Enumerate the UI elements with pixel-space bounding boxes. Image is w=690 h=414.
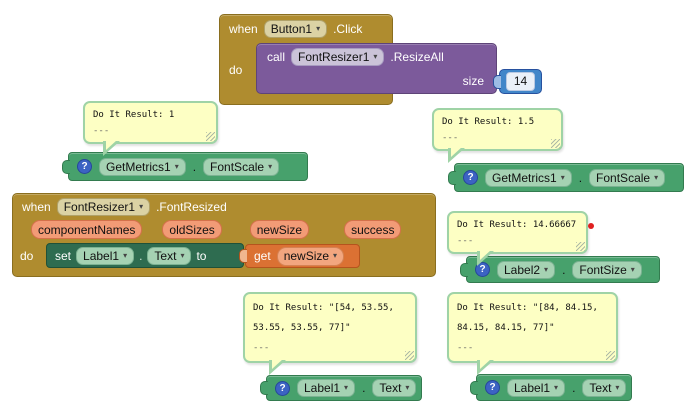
- dot-separator: .: [578, 170, 583, 185]
- param-success[interactable]: success: [344, 220, 402, 239]
- event-header-row: when Button1 ▾ .Click: [220, 15, 392, 38]
- do-it-result-bubble-3[interactable]: Do It Result: 14.66667 ---: [447, 211, 588, 266]
- value-plug-icon: [260, 381, 268, 395]
- chevron-down-icon: ▾: [630, 264, 635, 274]
- chevron-down-icon: ▾: [373, 52, 378, 61]
- component-dropdown-label1[interactable]: Label1 ▾: [507, 378, 566, 397]
- event-name: .Click: [333, 22, 363, 36]
- do-it-result-bubble-5[interactable]: Do It Result: "[84, 84.15, 84.15, 84.15,…: [447, 292, 618, 375]
- chevron-down-icon: ▾: [180, 250, 185, 260]
- when-keyword: when: [22, 200, 51, 214]
- call-keyword: call: [267, 50, 286, 64]
- label2-fontsize-block[interactable]: ? Label2 ▾ . FontSize ▾: [460, 256, 660, 283]
- component-dropdown-button1[interactable]: Button1 ▾: [263, 20, 328, 38]
- chevron-down-icon: ▾: [333, 251, 338, 260]
- chevron-down-icon: ▾: [615, 382, 620, 392]
- component-dropdown-getmetrics1[interactable]: GetMetrics1 ▾: [485, 168, 572, 187]
- chevron-down-icon: ▾: [139, 202, 144, 211]
- label1-text-block-right[interactable]: ? Label1 ▾ . Text ▾: [470, 374, 632, 401]
- help-icon[interactable]: ?: [77, 159, 92, 174]
- chevron-down-icon: ▾: [554, 382, 559, 392]
- component-dropdown-fontresizer1[interactable]: FontResizer1 ▾: [291, 48, 385, 66]
- do-it-result-bubble-4[interactable]: Do It Result: "[54, 53.55, 53.55, 53.55,…: [243, 292, 417, 375]
- when-keyword: when: [229, 22, 258, 36]
- event-name: .FontResized: [156, 200, 227, 214]
- do-it-result-bubble-2[interactable]: Do It Result: 1.5 ---: [432, 108, 563, 163]
- param-componentnames[interactable]: componentNames: [31, 220, 143, 239]
- dot-separator: .: [192, 159, 197, 174]
- number-plug-icon: [493, 74, 501, 89]
- dot-separator: .: [139, 248, 143, 263]
- to-keyword: to: [196, 248, 207, 263]
- component-dropdown-label1[interactable]: Label1 ▾: [297, 379, 356, 397]
- help-icon[interactable]: ?: [463, 170, 478, 185]
- do-it-result-bubble-1[interactable]: Do It Result: 1 ---: [83, 101, 218, 156]
- chevron-down-icon: ▾: [268, 161, 273, 171]
- get-keyword: get: [254, 249, 271, 263]
- resize-handle-icon[interactable]: [551, 139, 560, 148]
- call-fontresizer-resizeall-block[interactable]: call FontResizer1 ▾ .ResizeAll size 14: [256, 43, 542, 94]
- property-dropdown-fontscale[interactable]: FontScale ▾: [203, 157, 280, 176]
- resize-handle-icon[interactable]: [206, 132, 215, 141]
- param-oldsizes[interactable]: oldSizes: [162, 220, 222, 239]
- component-dropdown-label2[interactable]: Label2 ▾: [497, 260, 556, 279]
- getmetrics1-fontscale-block-right[interactable]: ? GetMetrics1 ▾ . FontScale ▾: [448, 163, 684, 192]
- component-dropdown-getmetrics1[interactable]: GetMetrics1 ▾: [99, 157, 186, 176]
- dot-separator: .: [362, 381, 366, 395]
- chevron-down-icon: ▾: [654, 172, 659, 182]
- property-dropdown-text[interactable]: Text ▾: [372, 379, 417, 397]
- get-newsize-block[interactable]: get newSize ▾: [239, 244, 360, 268]
- resize-handle-icon[interactable]: [576, 242, 585, 251]
- value-plug-icon: [239, 249, 247, 263]
- help-icon[interactable]: ?: [275, 380, 290, 396]
- property-dropdown-text[interactable]: Text ▾: [147, 246, 192, 265]
- component-dropdown-fontresizer1[interactable]: FontResizer1 ▾: [56, 198, 151, 216]
- value-plug-icon: [470, 380, 478, 395]
- dot-separator: .: [572, 380, 576, 395]
- value-plug-icon: [460, 262, 468, 277]
- getmetrics1-fontscale-block-left[interactable]: ? GetMetrics1 ▾ . FontScale ▾: [62, 152, 308, 181]
- variable-dropdown-newsize[interactable]: newSize ▾: [276, 246, 345, 266]
- call-row: call FontResizer1 ▾ .ResizeAll: [257, 44, 496, 66]
- chevron-down-icon: ▾: [405, 383, 410, 392]
- help-icon[interactable]: ?: [485, 380, 500, 395]
- property-dropdown-fontscale[interactable]: FontScale ▾: [589, 168, 666, 187]
- param-newsize[interactable]: newSize: [249, 220, 310, 239]
- size-value-block[interactable]: 14: [493, 69, 542, 94]
- do-keyword: do: [20, 249, 34, 263]
- property-dropdown-fontsize[interactable]: FontSize ▾: [572, 260, 642, 279]
- dot-separator: .: [562, 262, 566, 277]
- set-label1-text-block[interactable]: set Label1 ▾ . Text ▾ to: [46, 243, 244, 268]
- chevron-down-icon: ▾: [560, 172, 565, 182]
- do-keyword: do: [229, 63, 243, 77]
- chevron-down-icon: ▾: [123, 250, 128, 260]
- size-arg-label: size: [462, 74, 484, 88]
- component-dropdown-label1[interactable]: Label1 ▾: [76, 246, 135, 265]
- resize-handle-icon[interactable]: [606, 351, 615, 360]
- chevron-down-icon: ▾: [174, 161, 179, 171]
- chevron-down-icon: ▾: [544, 264, 549, 274]
- chevron-down-icon: ▾: [344, 383, 349, 392]
- value-plug-icon: [62, 159, 70, 174]
- when-fontresizer1-fontresized-block[interactable]: when FontResizer1 ▾ .FontResized compone…: [12, 193, 436, 277]
- method-name: .ResizeAll: [390, 50, 444, 64]
- when-button1-click-block[interactable]: when Button1 ▾ .Click do call FontResize…: [219, 14, 542, 105]
- chevron-down-icon: ▾: [316, 24, 321, 33]
- number-value: 14: [505, 72, 536, 91]
- set-keyword: set: [55, 248, 72, 263]
- property-dropdown-text[interactable]: Text ▾: [582, 378, 627, 397]
- event-header-row: when FontResizer1 ▾ .FontResized: [13, 194, 435, 216]
- value-plug-icon: [448, 170, 456, 185]
- event-params-row: componentNames oldSizes newSize success: [31, 220, 435, 239]
- red-dot-indicator: [588, 223, 594, 229]
- resize-handle-icon[interactable]: [405, 351, 414, 360]
- label1-text-block-left[interactable]: ? Label1 ▾ . Text ▾: [260, 375, 422, 401]
